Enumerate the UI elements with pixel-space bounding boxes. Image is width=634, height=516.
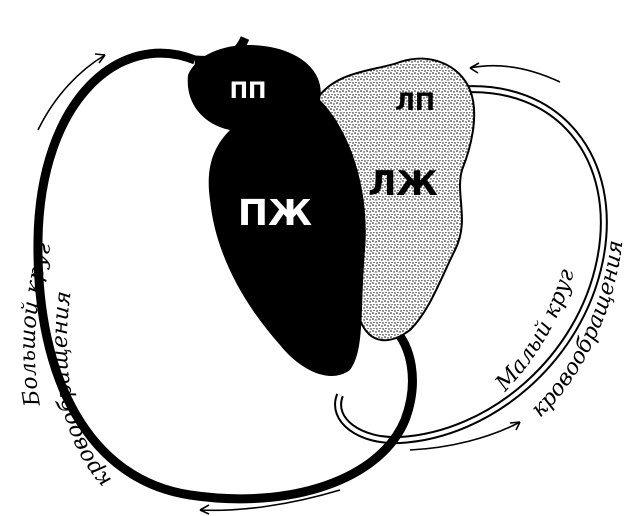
systemic-loop <box>33 48 417 504</box>
arrow-icon <box>199 489 341 515</box>
right-ventricle-label: ПЖ <box>238 193 312 234</box>
left-atrium-label: ЛП <box>395 88 435 116</box>
arrow-icon <box>409 421 521 451</box>
systemic-caption-line2: кровообращения <box>48 290 117 493</box>
arrow-icon <box>469 62 561 83</box>
left-ventricle-label: ЛЖ <box>368 164 438 204</box>
right-heart <box>187 45 366 376</box>
right-atrium-label: ПП <box>230 79 267 104</box>
arrow-icon <box>37 53 106 131</box>
pulmonary-loop <box>334 85 608 445</box>
